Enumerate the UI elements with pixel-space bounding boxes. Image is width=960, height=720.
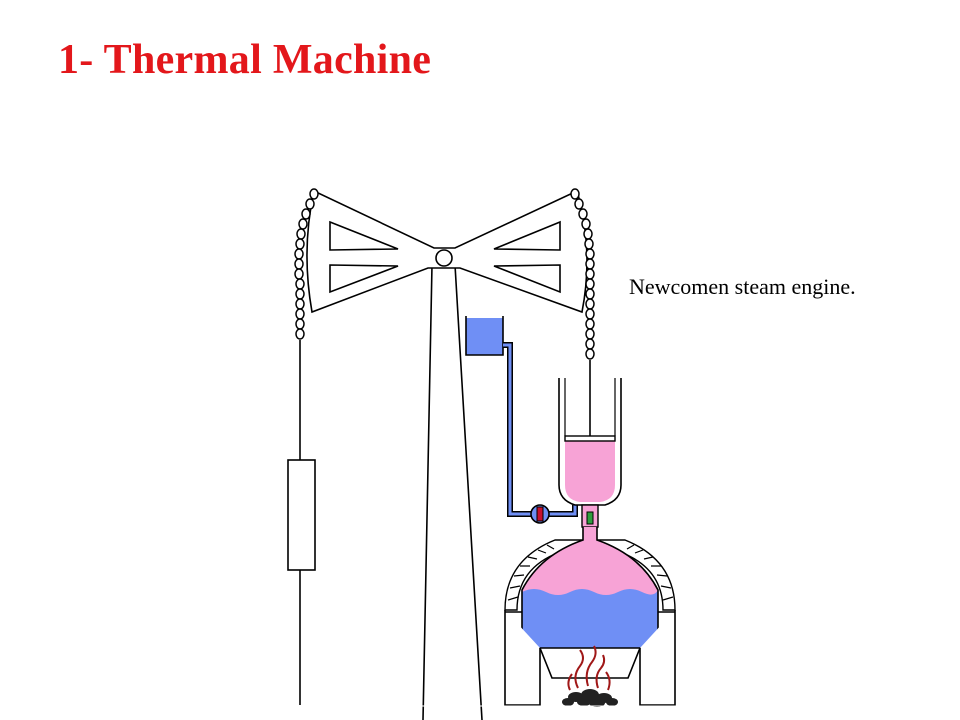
beam-pivot	[435, 249, 453, 267]
water-tank	[465, 316, 504, 356]
furnace-base	[504, 610, 676, 706]
injection-valve-icon	[530, 504, 550, 524]
boiler	[521, 527, 659, 649]
pump-rod	[287, 340, 316, 705]
right-chain	[570, 188, 595, 360]
steam-cylinder	[558, 378, 622, 506]
furnace-brickwork	[504, 539, 676, 611]
diagram-caption: Newcomen steam engine.	[629, 274, 856, 299]
coal-pile-icon	[562, 689, 618, 707]
steam-valve-icon	[581, 504, 599, 528]
left-chain	[294, 188, 319, 340]
fire-flame-icon	[567, 645, 611, 691]
water-pipe	[503, 342, 578, 517]
slide-title: 1- Thermal Machine	[58, 37, 432, 83]
